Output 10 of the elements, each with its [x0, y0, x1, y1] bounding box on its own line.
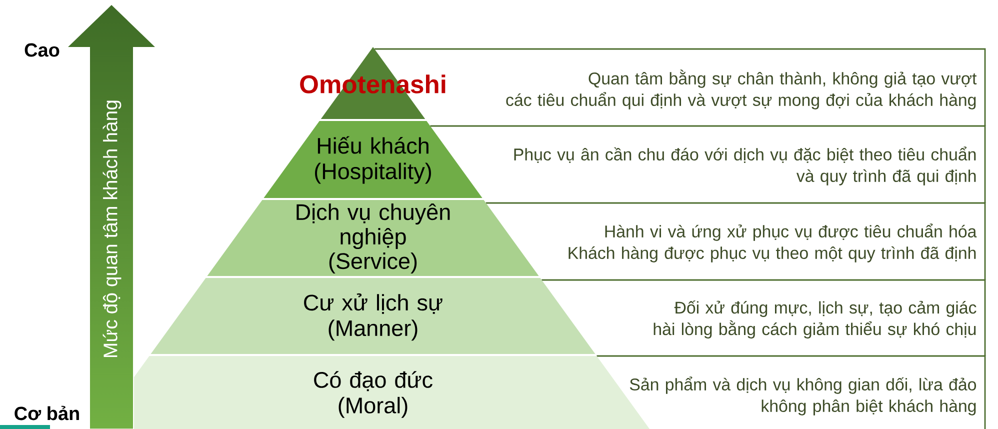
pyramid-tier: Hiếu khách (Hospitality): [264, 121, 482, 198]
pyramid-tier: Dịch vụ chuyên nghiệp (Service): [207, 200, 539, 276]
description-box: Đối xử đúng mực, lịch sự, tạo cảm giác hài lòng bằng cách giảm thiểu sự khó chịu: [542, 279, 986, 356]
scale-label: Cao: [24, 43, 60, 57]
arrow-label: Mức độ quan tâm khách hàng: [102, 100, 122, 357]
pyramid-tier: Cư xử lịch sự (Manner): [150, 278, 596, 354]
description-box: Phục vụ ân cần chu đáo với dịch vụ đặc biệt theo tiêu chuẩn và quy trình đã qui định: [430, 125, 986, 203]
scale-label: Cơ bản: [14, 406, 79, 420]
description-box: Sản phẩm và dịch vụ không gian dối, lừa đảo không phân biệt khách hàng: [596, 355, 986, 429]
description-box: Hành vi và ứng xử phục vụ được tiêu chuẩn hóa Khách hàng được phục vụ theo một quy trình đã định: [486, 202, 986, 280]
